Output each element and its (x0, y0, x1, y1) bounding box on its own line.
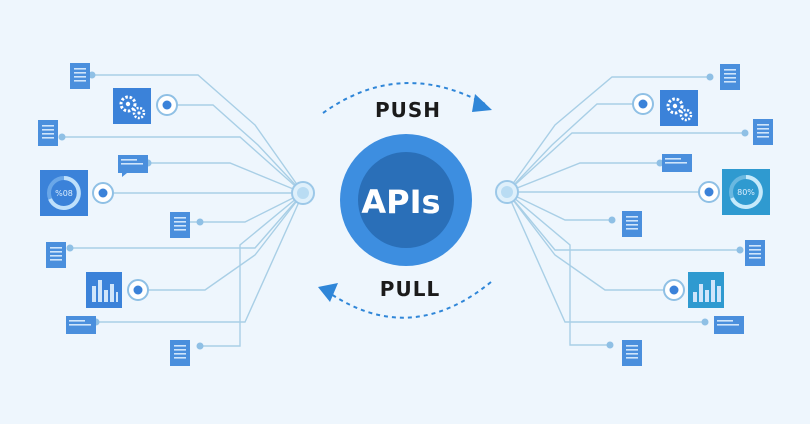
gauge-tile-left: %08 (40, 170, 88, 216)
gauge-right-value: 80% (737, 188, 755, 197)
message-card-icon (714, 316, 744, 334)
connector-dot (736, 246, 744, 254)
document-icon (170, 340, 190, 366)
right-junction (495, 180, 519, 204)
document-icon (720, 64, 740, 90)
node-ring-core (133, 285, 143, 295)
connector-dot (66, 244, 74, 252)
gauge-left-value: %08 (55, 189, 73, 198)
node-ring-core (669, 285, 679, 295)
node-ring-core (704, 187, 714, 197)
node-ring-core (162, 100, 172, 110)
right-connector-dots (606, 73, 749, 349)
pull-arrow (318, 281, 492, 319)
connector-dot (196, 218, 204, 226)
document-icon (753, 119, 773, 145)
node-ring-core (98, 188, 108, 198)
connector-dot (196, 342, 204, 350)
document-icon (38, 120, 58, 146)
document-icon (745, 240, 765, 266)
push-label: PUSH (375, 98, 441, 122)
push-arrow (322, 82, 492, 114)
arrowhead-left-icon (318, 283, 338, 302)
message-card-icon (662, 154, 692, 172)
document-icon (70, 63, 90, 89)
connector-dot (706, 73, 714, 81)
document-icon (622, 211, 642, 237)
api-hub-label: APIs (361, 183, 440, 221)
node-ring-core (638, 99, 648, 109)
connector-dot (656, 159, 664, 167)
api-hub: APIs (340, 134, 472, 266)
message-card-icon (118, 155, 148, 177)
connector-dot (606, 341, 614, 349)
bar-chart-icon (86, 272, 122, 308)
connector-dot (701, 318, 709, 326)
document-icon (170, 212, 190, 238)
document-icon (46, 242, 66, 268)
connector-dot (741, 129, 749, 137)
message-card-icon (66, 316, 96, 334)
arrowhead-right-icon (472, 94, 492, 112)
connector-dot (608, 216, 616, 224)
connector-dot (88, 71, 96, 79)
left-node-rings (92, 94, 178, 301)
right-connector-lines (506, 76, 745, 346)
document-icon (622, 340, 642, 366)
gauge-tile-right: 80% (722, 169, 770, 215)
connector-dot (58, 133, 66, 141)
bar-chart-icon (688, 272, 724, 308)
settings-gears-icon (660, 90, 698, 126)
settings-gears-icon (113, 88, 151, 124)
pull-label: PULL (380, 277, 440, 301)
right-node-rings (632, 93, 720, 301)
left-junction (291, 181, 315, 205)
left-connector-lines (62, 74, 304, 347)
